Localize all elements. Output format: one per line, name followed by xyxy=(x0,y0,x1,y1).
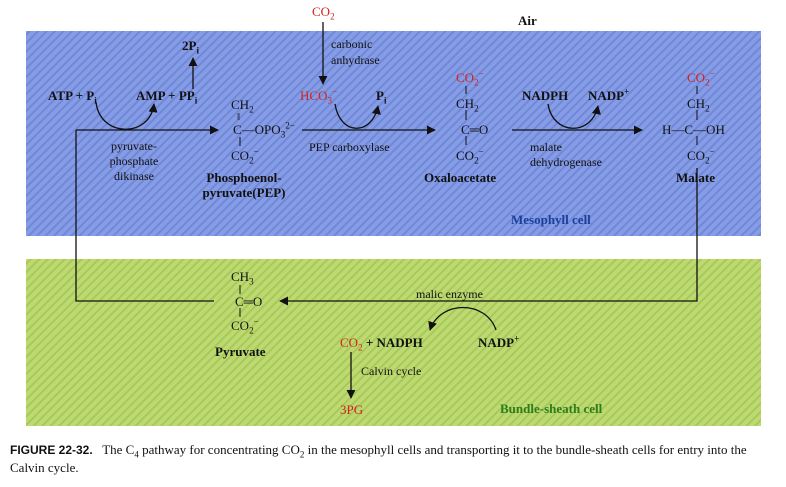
amp-ppi-products: AMP + PPi xyxy=(136,88,198,106)
malic-enzyme-curve-arrow xyxy=(428,307,497,331)
pyruvate-c-row: C═O xyxy=(235,294,263,309)
two-pi-product: 2Pi xyxy=(182,38,199,56)
bicarbonate: HCO3− xyxy=(300,86,338,106)
pyruvate-ch3: CH3 xyxy=(231,269,254,287)
bundle-sheath-label: Bundle-sheath cell xyxy=(500,401,603,416)
oxaloacetate-name: Oxaloacetate xyxy=(424,170,497,185)
oxaloacetate-co2-top: CO2− xyxy=(456,68,484,88)
malate-ch2: CH2 xyxy=(687,96,710,114)
md-nadph: NADPH xyxy=(522,88,569,103)
md-nadp: NADP+ xyxy=(588,86,630,103)
mesophyll-label: Mesophyll cell xyxy=(511,212,591,227)
malate-dehydrogenase-label: malate dehydrogenase xyxy=(530,140,602,169)
bundle-sheath-region xyxy=(26,259,761,426)
malate-co2-bottom: CO2− xyxy=(687,146,715,166)
pep-name: Phosphoenol- pyruvate(PEP) xyxy=(202,170,286,200)
pep-c-row: C—OPO32− xyxy=(233,120,295,140)
dikinase-curve-arrow xyxy=(95,101,158,130)
dikinase-enzyme-label: pyruvate- phosphate dikinase xyxy=(109,139,159,183)
malic-enzyme-row: CO2 + NADPH xyxy=(340,335,423,353)
caption-text-3: in the mesophyll cells and transporting … xyxy=(10,442,747,475)
figure-caption: FIGURE 22-32. The C4 pathway for concent… xyxy=(10,442,747,475)
atmospheric-co2: CO2 xyxy=(312,4,335,22)
carboxylase-pi: Pi xyxy=(376,88,387,106)
pyruvate-return-loop xyxy=(75,130,214,302)
mesophyll-region xyxy=(26,31,761,236)
caption-text-2: pathway for concentrating CO xyxy=(142,442,300,457)
malic-enzyme-label: malic enzyme xyxy=(416,287,483,301)
oxaloacetate-ch2: CH2 xyxy=(456,96,479,114)
nadph-curve-arrow xyxy=(547,103,601,129)
atp-pi-reactants: ATP + Pi xyxy=(48,88,97,106)
malate-co2-top: CO2− xyxy=(687,68,715,88)
pep-ch2: CH2 xyxy=(231,97,254,115)
pep-double-bond: ‖ xyxy=(237,111,241,123)
pep-co2: CO2− xyxy=(231,146,259,166)
pyruvate-co2: CO2− xyxy=(231,316,259,336)
figure-number: FIGURE 22-32. xyxy=(10,443,93,457)
caption-text-1: The C xyxy=(102,442,135,457)
calvin-cycle-label: Calvin cycle xyxy=(361,364,422,378)
hco3-curve-arrow xyxy=(334,103,381,129)
malic-enzyme-nadp: NADP+ xyxy=(478,333,520,350)
malate-to-pyruvate-arrow xyxy=(279,168,698,306)
pyruvate-name: Pyruvate xyxy=(215,344,266,359)
malate-name: Malate xyxy=(676,170,715,185)
three-pg-product: 3PG xyxy=(340,402,364,417)
oxaloacetate-c-row: C═O xyxy=(461,122,489,137)
pep-carboxylase-label: PEP carboxylase xyxy=(309,140,390,154)
air-label: Air xyxy=(518,13,537,28)
malate-c-row: H—C—OH xyxy=(662,122,725,137)
oxaloacetate-co2-bottom: CO2− xyxy=(456,146,484,166)
